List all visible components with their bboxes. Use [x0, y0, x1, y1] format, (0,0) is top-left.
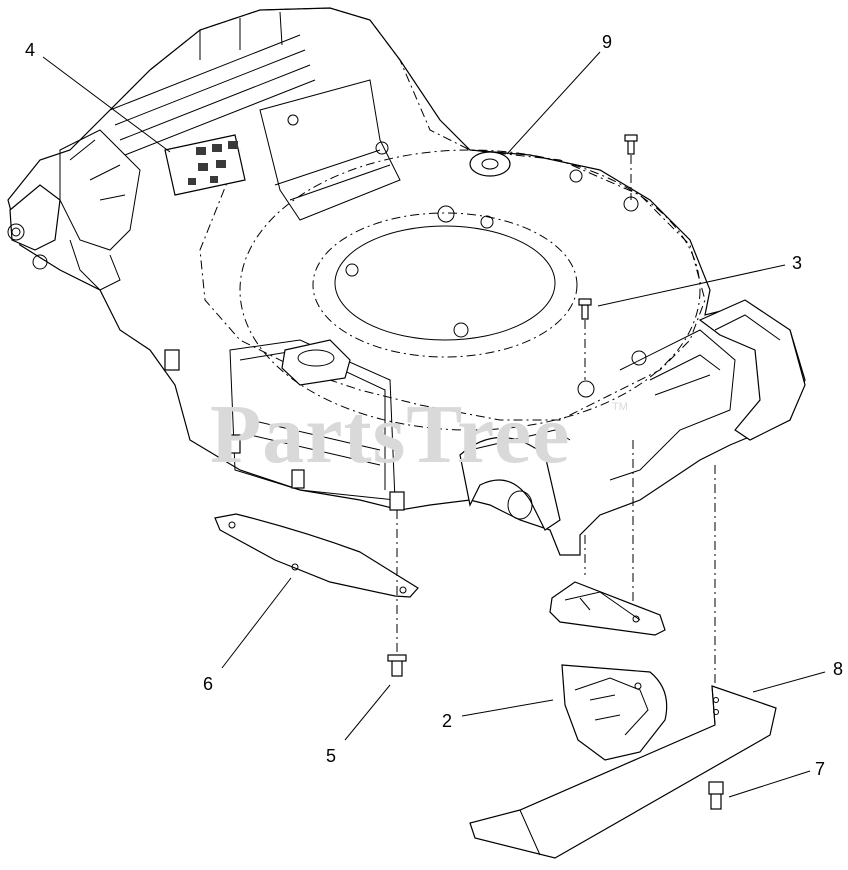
leader-4 [42, 56, 171, 153]
skid-plate [469, 685, 777, 859]
callout-6: 6 [203, 674, 213, 694]
safety-decal [164, 134, 246, 196]
mulch-plug-upper [549, 581, 666, 636]
callout-5: 5 [326, 746, 336, 766]
leader-7 [728, 770, 811, 798]
baffle-strip [214, 513, 419, 598]
leader-5 [344, 684, 391, 741]
watermark-trademark: TM [612, 401, 628, 413]
screw-5 [387, 510, 407, 677]
mulch-plug-lower [561, 664, 668, 761]
leader-3 [597, 264, 786, 307]
screw-rear [624, 134, 638, 200]
callout-9: 9 [602, 32, 612, 52]
leader-8 [752, 671, 826, 693]
callout-7: 7 [815, 759, 825, 779]
bolt-7 [708, 781, 724, 810]
mower-deck-housing [7, 7, 806, 556]
callout-8: 8 [833, 659, 843, 679]
watermark: PartsTree [210, 388, 570, 481]
leader-2 [461, 699, 554, 717]
callout-3: 3 [792, 253, 802, 273]
leader-6 [221, 577, 292, 669]
leader-9 [506, 51, 601, 155]
screw-3 [578, 298, 592, 380]
discharge-plug [469, 151, 511, 177]
callout-2: 2 [442, 711, 452, 731]
callout-4: 4 [25, 40, 35, 60]
